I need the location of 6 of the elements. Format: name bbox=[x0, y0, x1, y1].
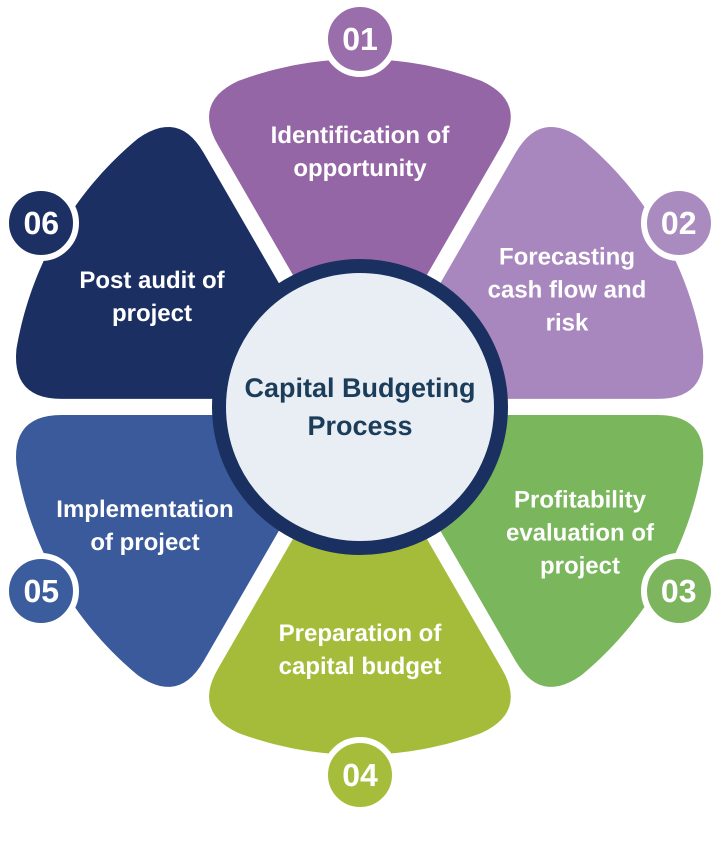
step-label: Post audit of project bbox=[78, 266, 226, 329]
step-label: Identification of opportunity bbox=[270, 121, 450, 184]
step-label: Preparation of capital budget bbox=[278, 618, 442, 682]
center-title: Capital Budgeting Process bbox=[244, 372, 476, 443]
petal-segment bbox=[440, 415, 704, 687]
petal-segment bbox=[16, 415, 280, 687]
